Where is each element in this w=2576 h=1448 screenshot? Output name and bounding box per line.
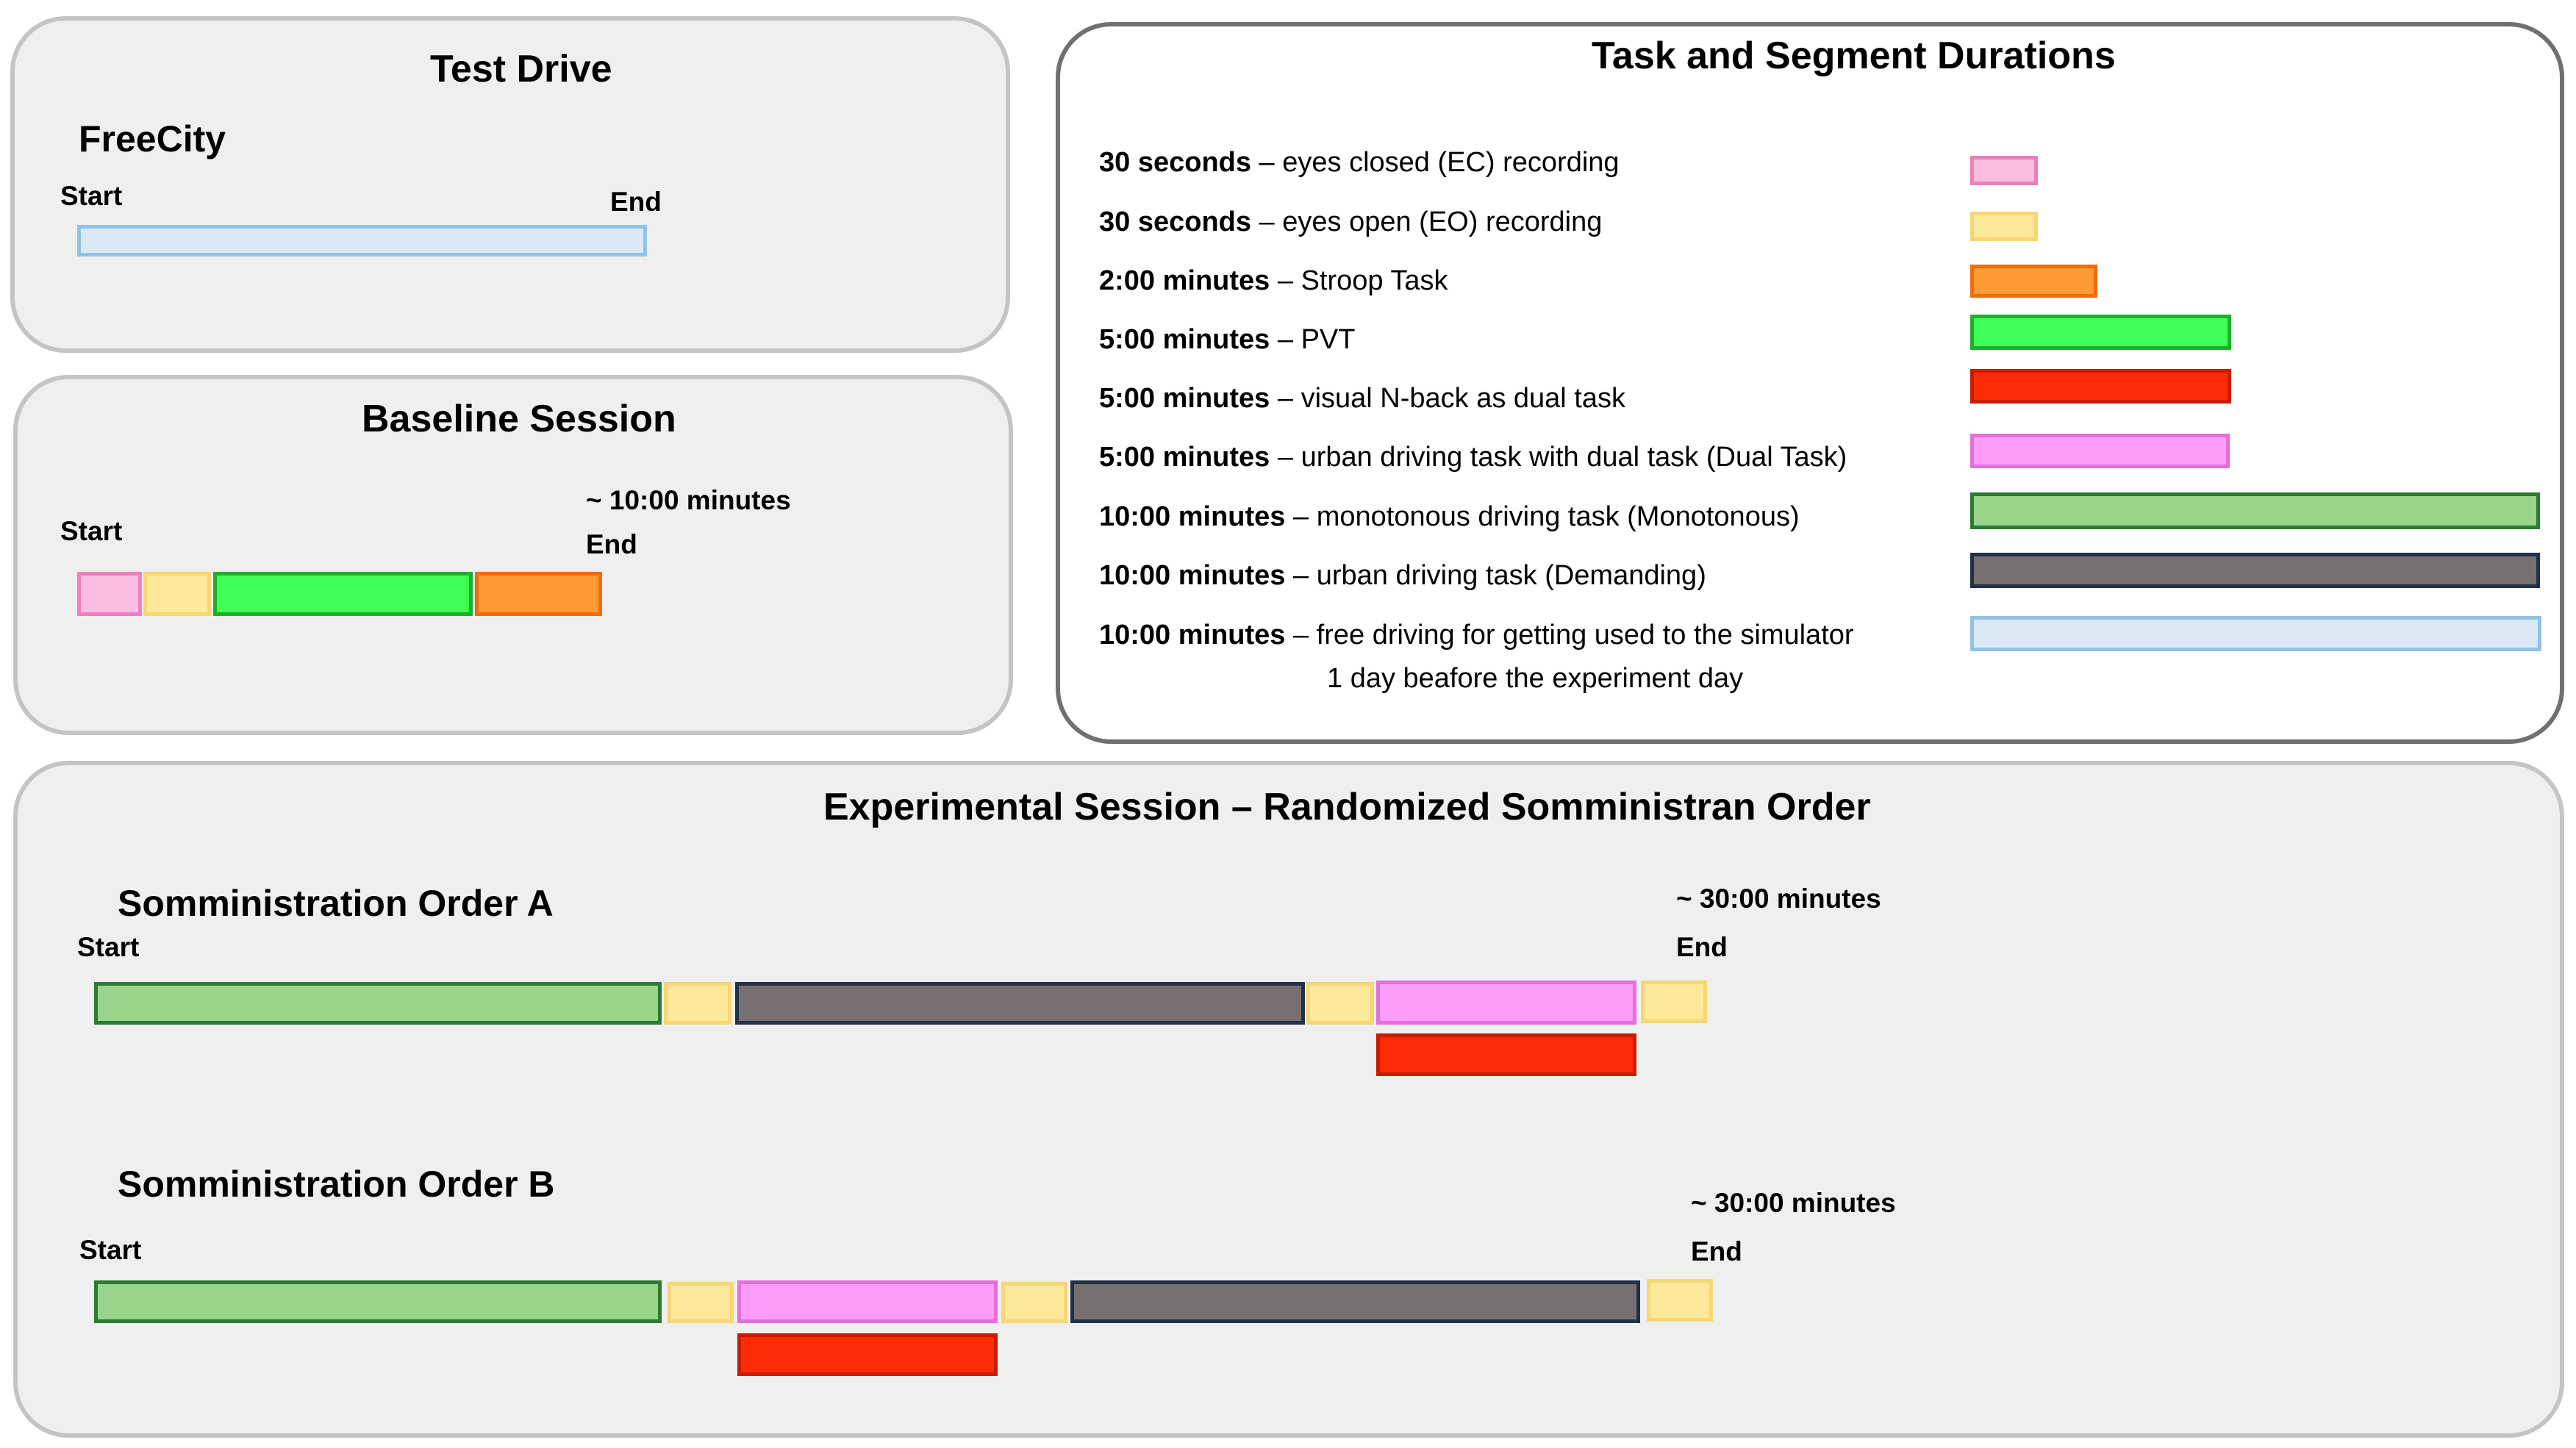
- legend-item-pvt: 5:00 minutes – PVT: [1099, 324, 1356, 355]
- order-a-dual-task-bar: [1376, 981, 1636, 1025]
- order-a-title: Somministration Order A: [118, 883, 554, 924]
- experimental-title: Experimental Session – Randomized Sommin…: [823, 786, 1871, 828]
- baseline-ec-bar: [77, 572, 142, 616]
- legend-item-demanding: 10:00 minutes – urban driving task (Dema…: [1099, 560, 1706, 591]
- legend-item-stroop: 2:00 minutes – Stroop Task: [1099, 265, 1448, 296]
- legend-item-eo: 30 seconds – eyes open (EO) recording: [1099, 207, 1603, 237]
- test-drive-start-label: Start: [60, 181, 123, 211]
- order-b-start-label: Start: [79, 1235, 142, 1265]
- order-b-eo-bar-3: [1647, 1279, 1713, 1322]
- legend-swatch-demanding: [1970, 553, 2540, 588]
- legend-swatch-stroop: [1970, 265, 2097, 298]
- baseline-start-label: Start: [60, 516, 123, 546]
- legend-title: Task and Segment Durations: [1592, 35, 2116, 77]
- baseline-end-label: End: [586, 529, 637, 559]
- legend-swatch-ec: [1970, 156, 2038, 185]
- order-b-eo-bar-1: [668, 1282, 734, 1323]
- order-b-dual-task-bar: [737, 1280, 998, 1323]
- legend-swatch-free-driving: [1970, 616, 2541, 651]
- order-a-start-label: Start: [77, 932, 140, 962]
- baseline-stroop-bar: [475, 572, 602, 616]
- order-b-eo-bar-2: [1001, 1282, 1067, 1323]
- legend-swatch-dual-task: [1970, 434, 2230, 468]
- order-a-eo-bar-3: [1641, 981, 1707, 1023]
- legend-swatch-nback: [1970, 369, 2231, 404]
- legend-note: 1 day beafore the experiment day: [1327, 663, 1744, 694]
- order-a-nback-bar: [1376, 1033, 1636, 1076]
- legend-swatch-monotonous: [1970, 492, 2540, 529]
- legend-item-ec: 30 seconds – eyes closed (EC) recording: [1099, 147, 1620, 178]
- legend-swatch-pvt: [1970, 315, 2231, 350]
- order-a-eo-bar-2: [1306, 982, 1374, 1025]
- order-b-demanding-bar: [1070, 1280, 1640, 1323]
- test-drive-subtitle: FreeCity: [79, 118, 226, 160]
- baseline-title: Baseline Session: [362, 398, 676, 440]
- test-drive-end-label: End: [610, 187, 662, 217]
- baseline-session-panel: [13, 375, 1013, 735]
- legend-item-monotonous: 10:00 minutes – monotonous driving task …: [1099, 501, 1800, 532]
- experimental-session-panel: [13, 761, 2564, 1438]
- order-b-title: Somministration Order B: [118, 1164, 555, 1205]
- test-drive-panel: [10, 16, 1010, 353]
- legend-item-free-driving: 10:00 minutes – free driving for getting…: [1099, 620, 1854, 650]
- order-a-monotonous-bar: [94, 982, 662, 1025]
- baseline-duration: ~ 10:00 minutes: [586, 485, 791, 515]
- order-b-duration: ~ 30:00 minutes: [1691, 1188, 1896, 1218]
- order-b-end-label: End: [1691, 1236, 1742, 1266]
- legend-swatch-eo: [1970, 212, 2038, 241]
- order-b-nback-bar: [737, 1333, 998, 1376]
- order-a-demanding-bar: [735, 982, 1305, 1025]
- baseline-eo-bar: [143, 572, 211, 616]
- legend-item-nback: 5:00 minutes – visual N-back as dual tas…: [1099, 383, 1625, 414]
- order-a-duration: ~ 30:00 minutes: [1676, 884, 1881, 914]
- test-drive-free-driving-bar: [77, 225, 647, 257]
- test-drive-title: Test Drive: [430, 48, 612, 90]
- order-b-monotonous-bar: [94, 1280, 662, 1323]
- baseline-pvt-bar: [213, 572, 473, 616]
- order-a-eo-bar-1: [664, 982, 731, 1025]
- order-a-end-label: End: [1676, 932, 1728, 962]
- legend-item-dual-task: 5:00 minutes – urban driving task with d…: [1099, 442, 1847, 473]
